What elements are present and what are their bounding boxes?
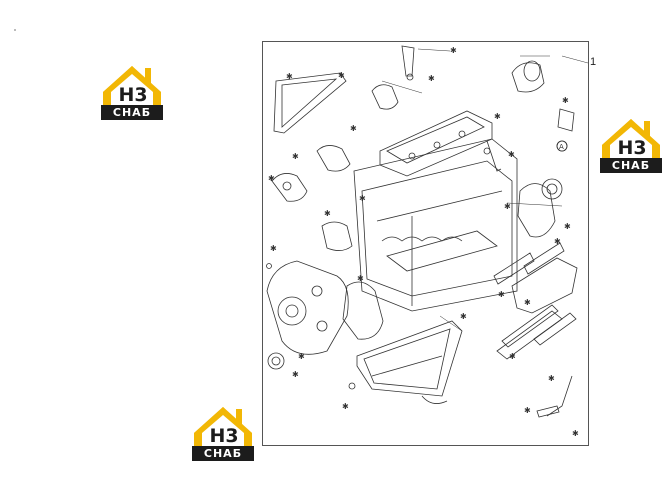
small-parts	[266, 140, 573, 418]
part-marker: ✱	[524, 406, 531, 415]
hatch-marker-group: A	[556, 140, 568, 152]
part-marker: ✱	[548, 374, 555, 383]
part-marker: ✱	[359, 194, 366, 203]
part-marker: ✱	[509, 352, 516, 361]
thermostat-housing	[371, 45, 415, 110]
part-marker: ✱	[572, 429, 579, 438]
part-marker: ✱	[270, 244, 277, 253]
oil-pan	[356, 320, 463, 404]
exhaust-manifold	[493, 242, 578, 314]
logo-mark: H3	[118, 84, 148, 106]
part-marker: ✱	[286, 72, 293, 81]
part-marker: ✱	[494, 112, 501, 121]
intake-elbow	[511, 60, 545, 93]
part-marker: ✱	[298, 352, 305, 361]
diagram-frame	[262, 41, 589, 446]
timing-gasket	[342, 281, 384, 340]
intake-gaskets	[496, 304, 577, 360]
part-markers: ✱ ✱ ✱ ✱ ✱ ✱ ✱ ✱ ✱ ✱ ✱ ✱ ✱ ✱ ✱ ✱ ✱ ✱ ✱ ✱ …	[268, 46, 579, 438]
part-marker: ✱	[428, 74, 435, 83]
stray-dot	[14, 29, 16, 31]
part-marker: ✱	[504, 202, 511, 211]
part-marker: ✱	[338, 71, 345, 80]
valve-cover	[379, 110, 493, 177]
part-marker: ✱	[357, 274, 364, 283]
logo-mark: H3	[617, 137, 647, 159]
logo-word: СНАБ	[600, 158, 662, 173]
logo-mark: H3	[209, 425, 239, 447]
part-marker: ✱	[350, 124, 357, 133]
logo-word: СНАБ	[101, 105, 163, 120]
part-marker: ✱	[508, 150, 515, 159]
leader-lines	[381, 48, 589, 332]
gasket-left	[273, 72, 347, 134]
part-marker: ✱	[324, 209, 331, 218]
callout-number: 1	[590, 56, 597, 68]
brand-logo: H3 СНАБ	[192, 403, 254, 461]
house-icon	[103, 66, 161, 106]
brand-logo: H3 СНАБ	[101, 62, 163, 120]
part-marker: ✱	[554, 237, 561, 246]
part-marker: ✱	[342, 402, 349, 411]
timing-cover	[266, 260, 349, 355]
gasket-kit-exploded-diagram: ✱ ✱ ✱ ✱ ✱ ✱ ✱ ✱ ✱ ✱ ✱ ✱ ✱ ✱ ✱ ✱ ✱ ✱ ✱ ✱ …	[266, 45, 589, 438]
part-marker: ✱	[564, 222, 571, 231]
part-marker: ✱	[460, 312, 467, 321]
logo-word: СНАБ	[192, 446, 254, 461]
part-marker: ✱	[292, 152, 299, 161]
part-marker: ✱	[268, 174, 275, 183]
part-marker: ✱	[562, 96, 569, 105]
part-marker: ✱	[498, 290, 505, 299]
part-marker: ✱	[292, 370, 299, 379]
seal-rings	[267, 178, 563, 370]
part-marker: ✱	[524, 298, 531, 307]
hatch-marker: A	[559, 143, 564, 151]
house-icon	[602, 119, 660, 159]
engine-block	[353, 138, 518, 312]
water-pump	[271, 145, 353, 251]
rear-plate	[517, 183, 556, 238]
part-marker: ✱	[450, 46, 457, 55]
brand-logo: H3 СНАБ	[600, 115, 662, 173]
house-icon	[194, 407, 252, 447]
